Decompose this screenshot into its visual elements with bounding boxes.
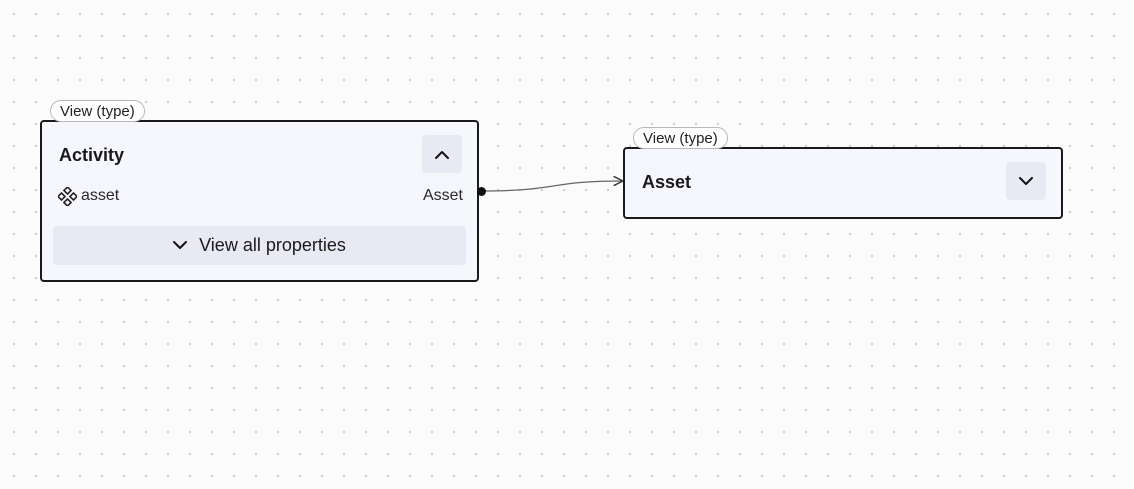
chevron-down-icon: [173, 241, 188, 249]
source-handle[interactable]: [477, 187, 486, 196]
expand-button[interactable]: [1006, 162, 1046, 200]
node-title: Asset: [642, 172, 692, 192]
property-name: asset: [81, 187, 120, 204]
relation-icon: [58, 186, 77, 206]
collapse-button[interactable]: [422, 135, 462, 173]
view-all-properties-button[interactable]: View all properties: [53, 226, 466, 265]
activity-view-node[interactable]: View (type) Activity asset Asset: [40, 100, 479, 282]
type-tag: View (type): [50, 100, 145, 122]
chevron-up-icon: [435, 150, 449, 159]
property-type: Asset: [422, 187, 463, 204]
property-row[interactable]: asset Asset: [58, 186, 463, 206]
type-tag: View (type): [633, 127, 728, 149]
chevron-down-icon: [1019, 176, 1033, 185]
view-all-label: View all properties: [199, 235, 346, 255]
relation-edge-activity-asset[interactable]: [480, 181, 622, 192]
node-title: Activity: [59, 145, 125, 165]
asset-view-node[interactable]: View (type) Asset: [623, 127, 1063, 219]
